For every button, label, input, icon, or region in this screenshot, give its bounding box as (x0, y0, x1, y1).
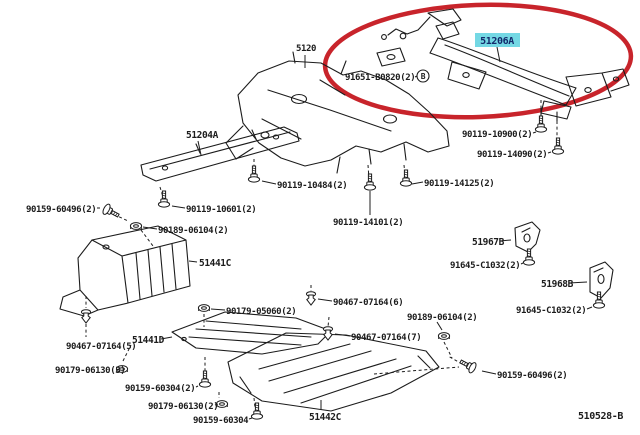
label-90179-06130-2: 90179-06130(2) (148, 402, 218, 412)
label-90189-06104-right: 90189-06104(2) (407, 313, 477, 323)
undercover-51442c-drawing (227, 332, 440, 412)
label-91645-c1032-lower: 91645-C1032(2) (516, 306, 586, 316)
bolt-icon (399, 169, 413, 187)
clip-icon (80, 309, 92, 324)
callout-b-circle (416, 69, 430, 83)
bolt-icon (457, 355, 478, 375)
label-90119-14101: 90119-14101(2) (333, 218, 403, 228)
label-90119-14125: 90119-14125(2) (424, 179, 494, 189)
label-91651-b0820: 91651-B0820(2) (345, 73, 415, 83)
front-crossmember-drawing (225, 51, 450, 174)
nut-icon (129, 222, 143, 230)
diagram-code: 510528-B (578, 411, 623, 422)
label-90467-07164-6: 90467-07164(6) (333, 298, 403, 308)
label-51441d: 51441D (132, 335, 165, 346)
part-number-labels: 5120 51206A 91651-B0820(2) 90119-10900(2… (26, 36, 624, 426)
label-51968b: 51968B (541, 279, 574, 290)
label-90159-60496-left: 90159-60496(2) (26, 205, 96, 215)
label-51206a-selected[interactable]: 51206A (480, 36, 515, 47)
bolt-icon (247, 165, 261, 183)
label-90467-07164-5: 90467-07164(5) (66, 342, 136, 352)
label-5120: 5120 (296, 44, 316, 54)
bolt-icon (198, 370, 212, 388)
bolt-icon (551, 137, 565, 155)
label-51204a: 51204A (186, 130, 219, 141)
label-90159-60304: 90159-60304 (193, 416, 249, 426)
bolt-icon (157, 190, 171, 208)
bolt-icon (522, 248, 536, 266)
label-51442c: 51442C (309, 412, 342, 423)
label-90467-07164-7: 90467-07164(7) (351, 333, 421, 343)
undercover-51441d-drawing (171, 311, 332, 355)
rear-crossmember-drawing (376, 8, 630, 122)
bolt-icon (101, 202, 122, 222)
label-51441c: 51441C (199, 258, 232, 269)
label-90159-60496-right: 90159-60496(2) (497, 371, 567, 381)
bracket-51968b-drawing (589, 261, 614, 299)
bolt-icon (534, 115, 548, 133)
nut-icon (197, 304, 211, 312)
label-90159-60304-2: 90159-60304(2) (125, 384, 195, 394)
assembly-dashed-lines (85, 100, 601, 409)
label-90179-06130-3: 90179-06130(3) (55, 366, 125, 376)
red-highlight-ellipse (322, 2, 634, 120)
label-90189-06104-left: 90189-06104(2) (158, 226, 228, 236)
selected-part-highlight (475, 33, 520, 47)
label-51967b: 51967B (472, 237, 505, 248)
bolt-icon (363, 173, 377, 191)
bracket-51967b-drawing (514, 221, 541, 253)
clip-icon (305, 291, 317, 306)
label-91645-c1032-upper: 91645-C1032(2) (450, 261, 520, 271)
undercover-51441c-drawing (59, 225, 191, 317)
callout-b-letter: B (421, 72, 426, 81)
label-90119-10601: 90119-10601(2) (186, 205, 256, 215)
clip-icon (322, 326, 334, 341)
label-90119-14090: 90119-14090(2) (477, 150, 547, 160)
brace-bar-drawing (140, 126, 300, 182)
leader-lines (97, 46, 593, 420)
bolt-icon (250, 402, 264, 420)
nut-icon (437, 332, 451, 340)
label-90119-10484: 90119-10484(2) (277, 181, 347, 191)
label-90179-05060: 90179-05060(2) (226, 307, 296, 317)
label-90119-10900: 90119-10900(2) (462, 130, 532, 140)
